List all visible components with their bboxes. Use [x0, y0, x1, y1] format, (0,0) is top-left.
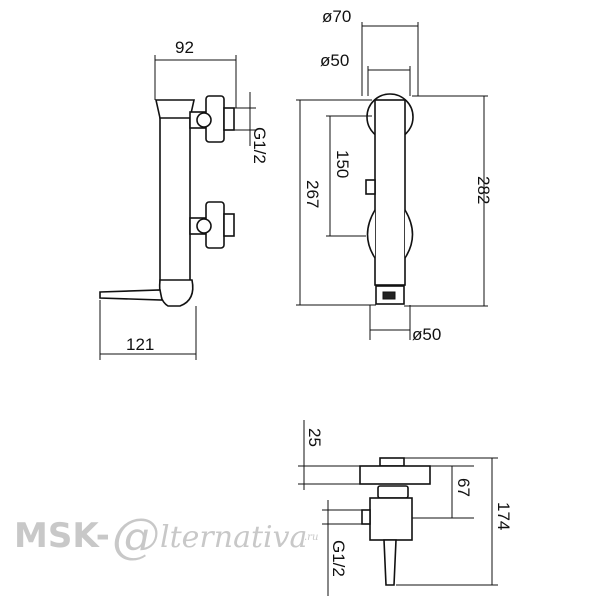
dim-dia-top-outer: ø70: [322, 7, 351, 26]
watermark-at-symbol: @: [112, 508, 160, 564]
front-top-cap: [155, 99, 195, 119]
dim-width-bottom: 121: [126, 335, 154, 354]
front-thread-label: G1/2: [250, 127, 269, 164]
dim-dia-top-inner: ø50: [320, 51, 349, 70]
side-view: ø70 ø50 ø50 150 267 282: [296, 7, 493, 344]
dim-height-center: 150: [333, 150, 352, 178]
top-view-inlet: [361, 509, 371, 525]
top-view-nut: [377, 485, 409, 499]
dim-height-inner: 267: [303, 180, 322, 208]
top-view-bar: [359, 465, 431, 485]
dim-depth-mid: 67: [454, 478, 473, 497]
dim-offset: 25: [305, 428, 324, 447]
side-body: [374, 99, 406, 286]
dim-depth-total: 174: [494, 502, 513, 530]
watermark-brand-suffix: .ru: [304, 532, 318, 543]
top-view: 25 67 174 G1/2: [298, 420, 513, 596]
top-view-lever: [383, 539, 397, 586]
front-lower-inlet-ring: [196, 218, 212, 234]
watermark-brand-right: lternativa: [160, 520, 307, 555]
side-lower-knob: [366, 209, 414, 259]
dim-width-top: 92: [175, 38, 194, 57]
front-body: [159, 109, 191, 286]
front-upper-inlet-end: [223, 107, 235, 131]
side-stud: [365, 179, 376, 195]
front-lever: [99, 289, 163, 301]
dim-dia-bottom: ø50: [412, 325, 441, 344]
top-thread-label: G1/2: [329, 540, 348, 577]
watermark: MSK- @ lternativa .ru: [14, 508, 318, 564]
top-view-cap: [379, 457, 405, 467]
front-lower-inlet-end: [223, 213, 235, 237]
top-view-body: [369, 497, 413, 541]
front-bottom-cup: [158, 279, 194, 307]
front-view: 92 121 G1/2: [99, 38, 269, 360]
side-bottom-mark: [382, 291, 396, 300]
watermark-brand-left: MSK-: [14, 516, 110, 556]
front-upper-inlet-ring: [196, 112, 212, 128]
dim-height-total: 282: [474, 176, 493, 204]
